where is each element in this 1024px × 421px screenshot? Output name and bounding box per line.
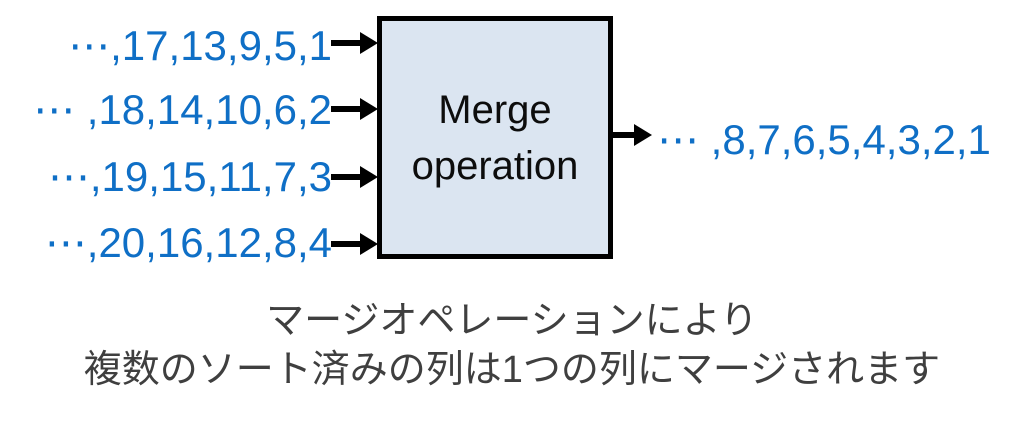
input-sequence-1: ⋯,17,13,9,5,1 bbox=[68, 22, 332, 69]
caption-line-2: 複数のソート済みの列は1つの列にマージされます bbox=[83, 349, 941, 391]
output-arrow-icon bbox=[609, 124, 652, 146]
input-sequence-4: ⋯,20,16,12,8,4 bbox=[44, 219, 332, 266]
merge-operation-box: Merge operation bbox=[377, 16, 613, 259]
input-sequence-2: ⋯ ,18,14,10,6,2 bbox=[33, 86, 332, 133]
input-sequence-3: ⋯,19,15,11,7,3 bbox=[47, 153, 332, 200]
merge-operation-label: Merge operation bbox=[411, 87, 579, 188]
input-arrow-icon-1 bbox=[331, 32, 378, 54]
input-arrow-icon-3 bbox=[331, 166, 378, 188]
input-arrow-icon-4 bbox=[331, 233, 378, 255]
caption: マージオペレーションにより 複数のソート済みの列は1つの列にマージされます bbox=[0, 297, 1024, 395]
caption-line-1: マージオペレーションにより bbox=[266, 300, 758, 342]
output-sequence: ⋯ ,8,7,6,5,4,3,2,1 bbox=[657, 116, 991, 163]
input-arrow-icon-2 bbox=[331, 98, 378, 120]
